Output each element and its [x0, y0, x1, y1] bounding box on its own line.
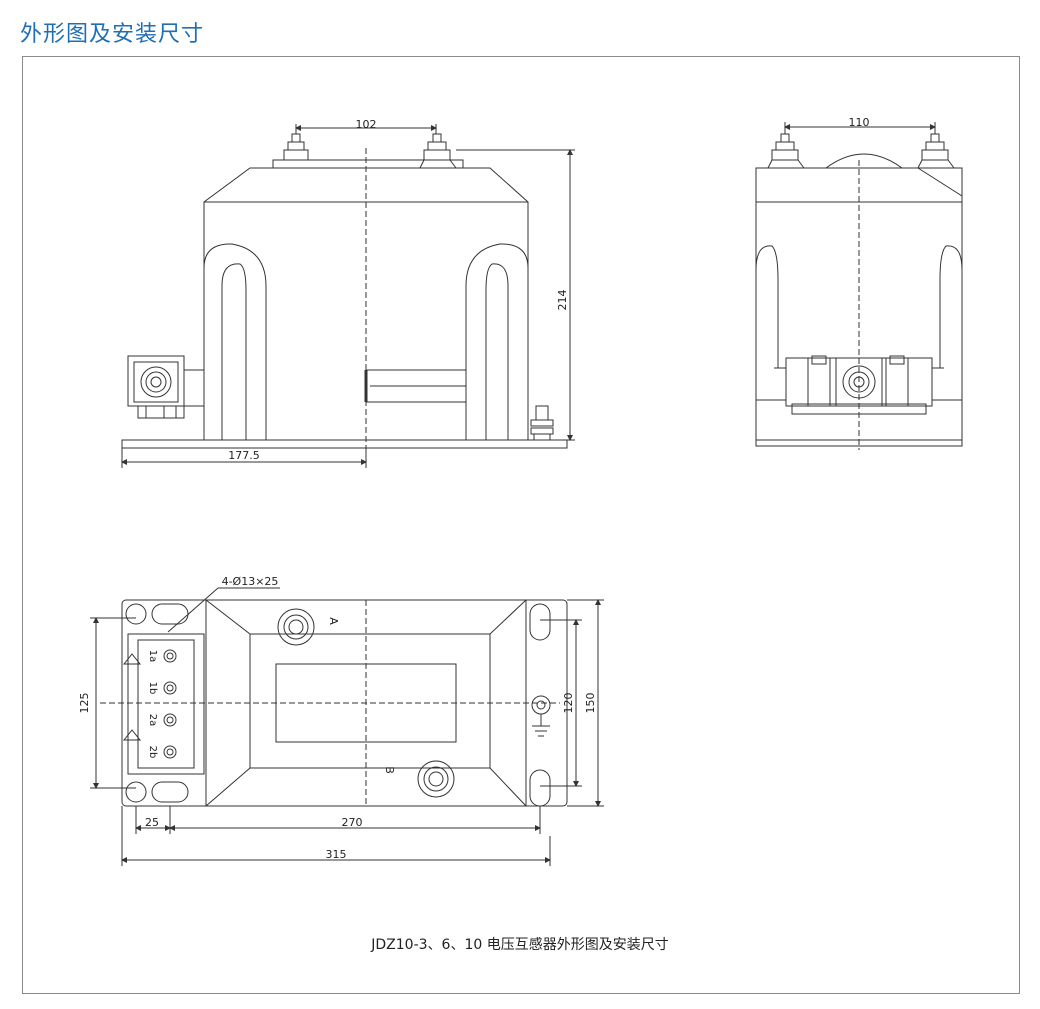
dim-214-label: 214 — [556, 290, 569, 311]
terminal-b-label: B — [383, 766, 396, 774]
dim-270-label: 270 — [342, 816, 363, 829]
dim-315-label: 315 — [326, 848, 347, 861]
dim-150-label: 150 — [584, 693, 597, 714]
figure-caption: JDZ10-3、6、10 电压互感器外形图及安装尺寸 — [371, 937, 669, 953]
drawing-frame — [22, 56, 1020, 994]
dim-holes-label: 4-Ø13×25 — [222, 575, 279, 588]
side-view — [755, 122, 963, 450]
secondary-terminal-2b: 2b — [147, 746, 158, 759]
front-view — [121, 124, 575, 468]
dim-125-label: 125 — [78, 693, 91, 714]
page-title: 外形图及安装尺寸 — [20, 22, 205, 47]
base-plate — [121, 439, 568, 449]
top-view — [90, 587, 604, 866]
secondary-terminal-box — [127, 355, 185, 407]
terminal-b-front — [419, 133, 457, 169]
secondary-terminal-2a: 2a — [147, 714, 158, 727]
terminal-a-label: A — [327, 617, 340, 625]
grounding-bolt — [530, 405, 554, 441]
secondary-terminal-1b: 1b — [147, 682, 158, 695]
secondary-terminal-1a: 1a — [147, 650, 158, 663]
dim-177-5-label: 177.5 — [228, 449, 260, 462]
dim-110-label: 110 — [849, 116, 870, 129]
dim-25-label: 25 — [145, 816, 159, 829]
dim-120-label: 120 — [562, 693, 575, 714]
terminal-a-front — [283, 133, 309, 161]
dim-102-label: 102 — [356, 118, 377, 131]
